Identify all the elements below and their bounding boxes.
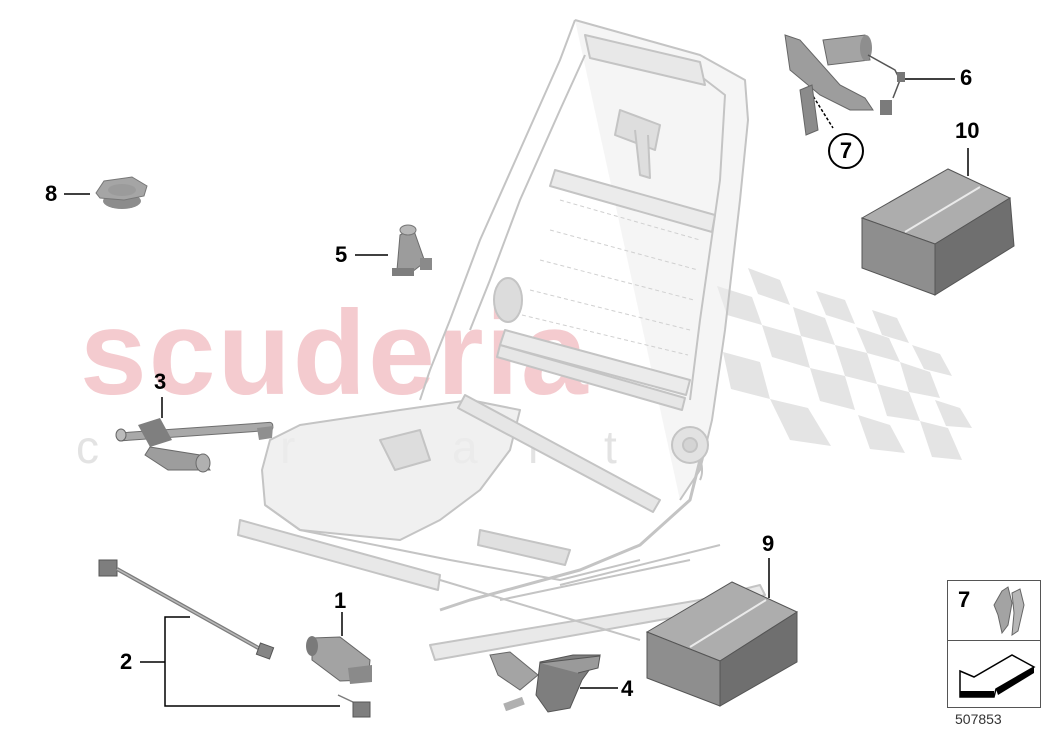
- callout-1[interactable]: 1: [334, 588, 347, 613]
- arrow-icon: [959, 654, 1036, 698]
- inset-part-7: 7: [947, 580, 1041, 708]
- part-4-motor-bracket[interactable]: [489, 651, 601, 713]
- callout-5[interactable]: 5: [335, 242, 348, 267]
- callout-9[interactable]: 9: [762, 531, 775, 556]
- callout-2[interactable]: 2: [120, 649, 133, 674]
- clip-icon: [993, 586, 1025, 636]
- callout-6[interactable]: 6: [960, 65, 973, 90]
- part-3-motor-spindle[interactable]: [115, 418, 274, 473]
- part-1-motor[interactable]: [306, 636, 372, 684]
- callout-3[interactable]: 3: [154, 369, 167, 394]
- callout-10[interactable]: 10: [955, 118, 980, 143]
- watermark-letter-t: t: [604, 421, 617, 473]
- callout-8[interactable]: 8: [45, 181, 58, 206]
- part-8-cap[interactable]: [95, 176, 148, 209]
- part-10-box[interactable]: [860, 168, 1015, 296]
- callout-7-circled[interactable]: 7: [828, 133, 864, 169]
- inset-label: 7: [958, 587, 971, 612]
- inset-divider: [948, 640, 1040, 641]
- part-6-drive-unit[interactable]: [784, 34, 905, 136]
- part-5-motor[interactable]: [392, 224, 432, 276]
- diagram-reference-number: 507853: [955, 711, 1002, 727]
- part-2-cable[interactable]: [98, 559, 371, 718]
- part-9-box[interactable]: [645, 581, 799, 707]
- watermark-letter-c: c: [76, 421, 99, 473]
- callout-4[interactable]: 4: [621, 676, 634, 701]
